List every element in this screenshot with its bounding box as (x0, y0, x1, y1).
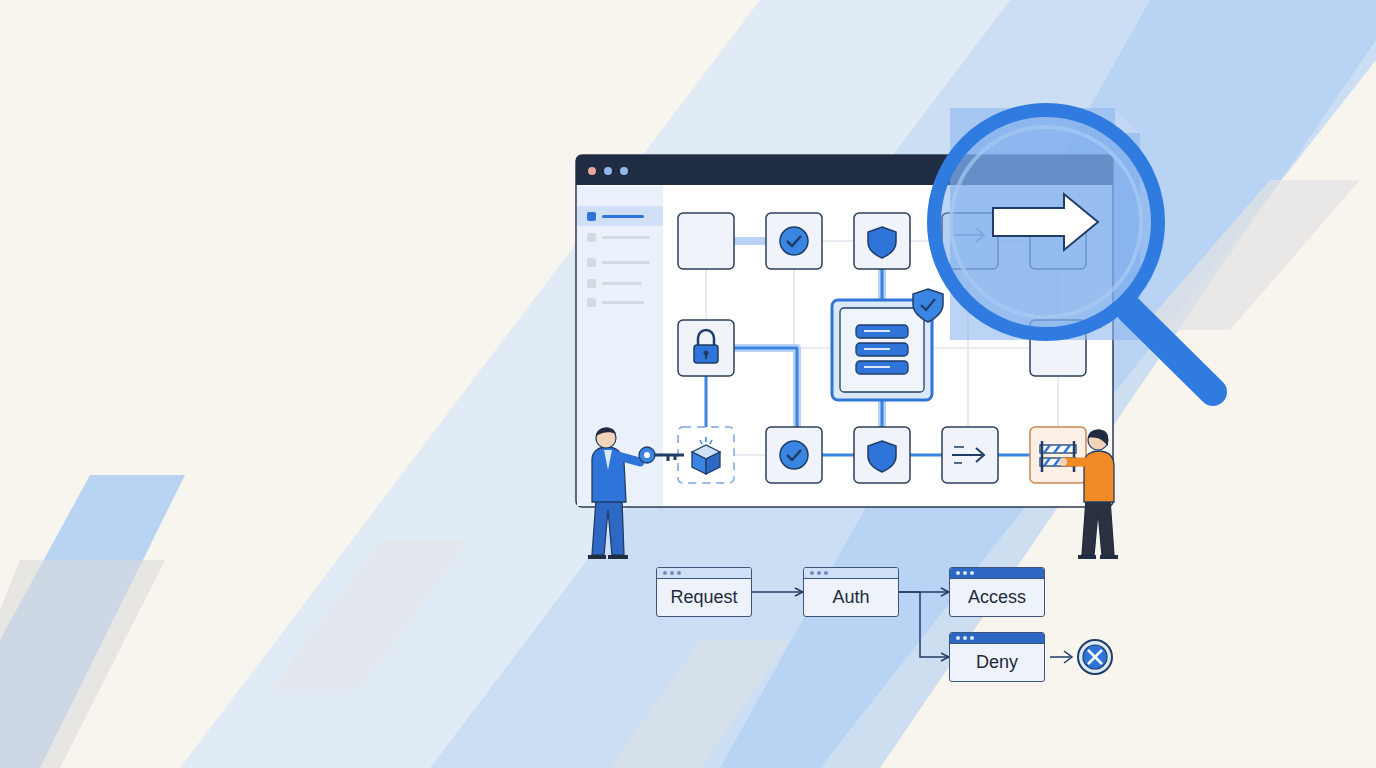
window-dot (588, 167, 596, 175)
magnifier (934, 108, 1213, 392)
flow-box: Access (949, 567, 1045, 617)
server-icon (832, 289, 943, 400)
box-label: Deny (950, 633, 1044, 673)
box-header (657, 568, 751, 579)
bg-band (610, 640, 790, 768)
person-left (588, 427, 684, 559)
check-icon (780, 227, 808, 469)
header-dot (670, 571, 674, 575)
flow-box: Auth (803, 567, 899, 617)
window-dot (620, 167, 628, 175)
flow-box: Deny (949, 632, 1045, 682)
flow-arrow (752, 591, 803, 593)
header-dot (970, 636, 974, 640)
header-dot (970, 571, 974, 575)
header-dot (963, 636, 967, 640)
sidebar-item-active (577, 206, 663, 226)
box-label: Request (657, 568, 751, 608)
lock-icon (694, 330, 718, 363)
box-label: Auth (804, 568, 898, 608)
tile-barrier (1030, 427, 1086, 483)
header-dot (817, 571, 821, 575)
sidebar-items (587, 233, 650, 307)
header-dot (810, 571, 814, 575)
sidebar (577, 186, 663, 506)
header-dot (663, 571, 667, 575)
flow-arrow (899, 592, 949, 657)
header-dot (677, 571, 681, 575)
cube-icon (692, 437, 720, 474)
header-dot (963, 571, 967, 575)
deny-symbol (1050, 640, 1112, 674)
sidebar-icon (587, 212, 596, 221)
header-dot (956, 636, 960, 640)
header-dot (956, 571, 960, 575)
box-label: Access (950, 568, 1044, 608)
person-right (1059, 430, 1118, 559)
bg-band (270, 540, 470, 690)
header-dot (824, 571, 828, 575)
sidebar-line (602, 215, 644, 218)
tile-dashed (678, 427, 734, 483)
bg-band (1140, 180, 1360, 330)
flow-box: Request (656, 567, 752, 617)
box-header (804, 568, 898, 579)
box-header (950, 633, 1044, 644)
box-header (950, 568, 1044, 579)
barrier-icon (1040, 441, 1076, 472)
bg-band (430, 0, 1376, 768)
window-dot (604, 167, 612, 175)
bg-band (0, 475, 185, 768)
bg-band (0, 560, 165, 768)
